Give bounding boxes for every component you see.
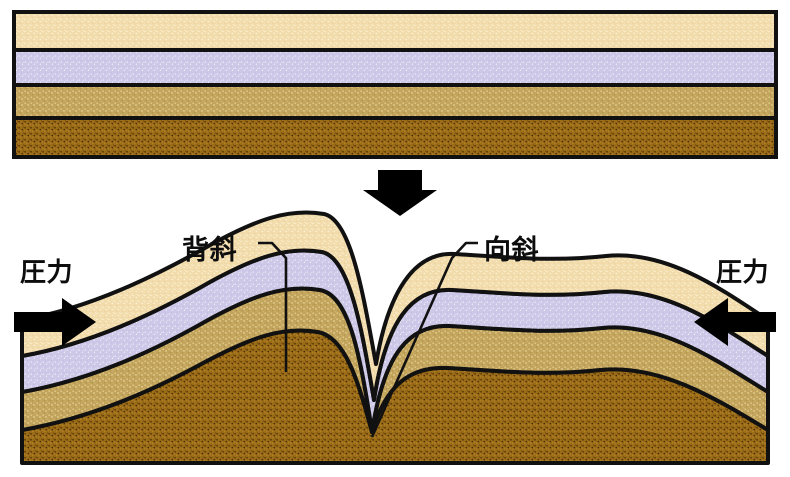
pressure-label-right: 圧力: [716, 258, 770, 288]
anticline-leader-line: [258, 241, 288, 372]
undeformed-layer-2-lavender: [12, 48, 778, 87]
undeformed-strata-block: [12, 10, 778, 159]
syncline-leader-line: [370, 241, 478, 438]
undeformed-layer-4-brown: [12, 116, 778, 159]
folded-strata-block: [20, 210, 770, 465]
down-arrow-icon: [363, 170, 437, 216]
pressure-label-left: 圧力: [20, 258, 74, 288]
right-arrow-icon: [14, 298, 96, 346]
undeformed-layer-3-khaki: [12, 83, 778, 120]
undeformed-layer-1-cream: [12, 10, 778, 52]
left-arrow-icon: [694, 298, 776, 346]
syncline-label: 向斜: [484, 235, 539, 266]
anticline-label: 背斜: [182, 235, 237, 266]
